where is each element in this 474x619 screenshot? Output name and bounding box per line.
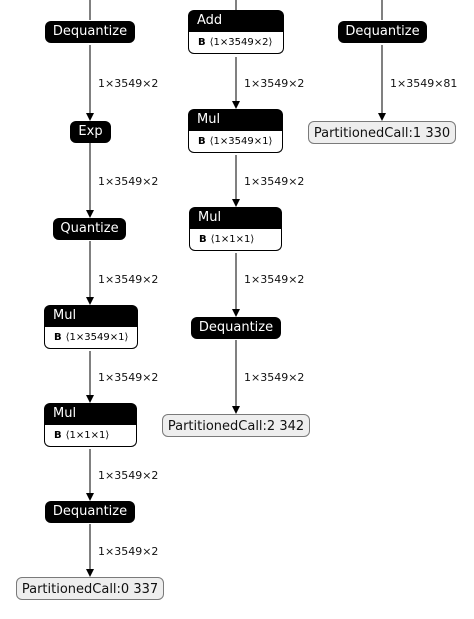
node-title: Add	[188, 10, 284, 32]
dequantize-node[interactable]: Dequantize	[45, 21, 135, 43]
param-shape: ⟨1×3549×1⟩	[65, 332, 129, 343]
dequantize-node[interactable]: Dequantize	[338, 21, 427, 43]
edge-shape-label: 1×3549×2	[244, 175, 305, 188]
edge-shape-label: 1×3549×2	[244, 273, 305, 286]
node-title: Mul	[44, 403, 137, 425]
param-shape: ⟨1×1×1⟩	[65, 430, 110, 441]
edge-shape-label: 1×3549×2	[98, 175, 159, 188]
mul-node[interactable]: Mul B⟨1×1×1⟩	[44, 403, 137, 447]
edge-shape-label: 1×3549×2	[98, 469, 159, 482]
output-node[interactable]: PartitionedCall:0 337	[16, 577, 164, 600]
mul-node[interactable]: Mul B⟨1×3549×1⟩	[44, 305, 138, 349]
edge-shape-label: 1×3549×2	[98, 545, 159, 558]
output-node[interactable]: PartitionedCall:1 330	[308, 121, 456, 144]
param-name: B	[199, 234, 207, 245]
param-name: B	[198, 136, 206, 147]
param-shape: ⟨1×3549×1⟩	[209, 136, 273, 147]
dequantize-node[interactable]: Dequantize	[45, 501, 135, 523]
param-name: B	[54, 430, 62, 441]
node-title: Mul	[189, 207, 282, 229]
node-title: Mul	[188, 109, 283, 131]
add-node[interactable]: Add B⟨1×3549×2⟩	[188, 10, 284, 54]
edge-shape-label: 1×3549×2	[98, 273, 159, 286]
param-name: B	[198, 37, 206, 48]
node-title: Mul	[44, 305, 138, 327]
node-attribute: B⟨1×3549×2⟩	[188, 32, 284, 54]
edge-shape-label: 1×3549×2	[98, 371, 159, 384]
quantize-node[interactable]: Quantize	[53, 218, 126, 240]
node-attribute: B⟨1×1×1⟩	[189, 229, 282, 251]
mul-node[interactable]: Mul B⟨1×1×1⟩	[189, 207, 282, 251]
edge-shape-label: 1×3549×81	[390, 77, 458, 90]
node-attribute: B⟨1×3549×1⟩	[188, 131, 283, 153]
dequantize-node[interactable]: Dequantize	[191, 317, 281, 339]
node-attribute: B⟨1×3549×1⟩	[44, 327, 138, 349]
param-name: B	[54, 332, 62, 343]
mul-node[interactable]: Mul B⟨1×3549×1⟩	[188, 109, 283, 153]
exp-node[interactable]: Exp	[70, 121, 111, 143]
node-attribute: B⟨1×1×1⟩	[44, 425, 137, 447]
edge-shape-label: 1×3549×2	[244, 77, 305, 90]
edge-shape-label: 1×3549×2	[244, 371, 305, 384]
param-shape: ⟨1×3549×2⟩	[209, 37, 273, 48]
output-node[interactable]: PartitionedCall:2 342	[162, 414, 310, 437]
edge-shape-label: 1×3549×2	[98, 77, 159, 90]
param-shape: ⟨1×1×1⟩	[210, 234, 255, 245]
